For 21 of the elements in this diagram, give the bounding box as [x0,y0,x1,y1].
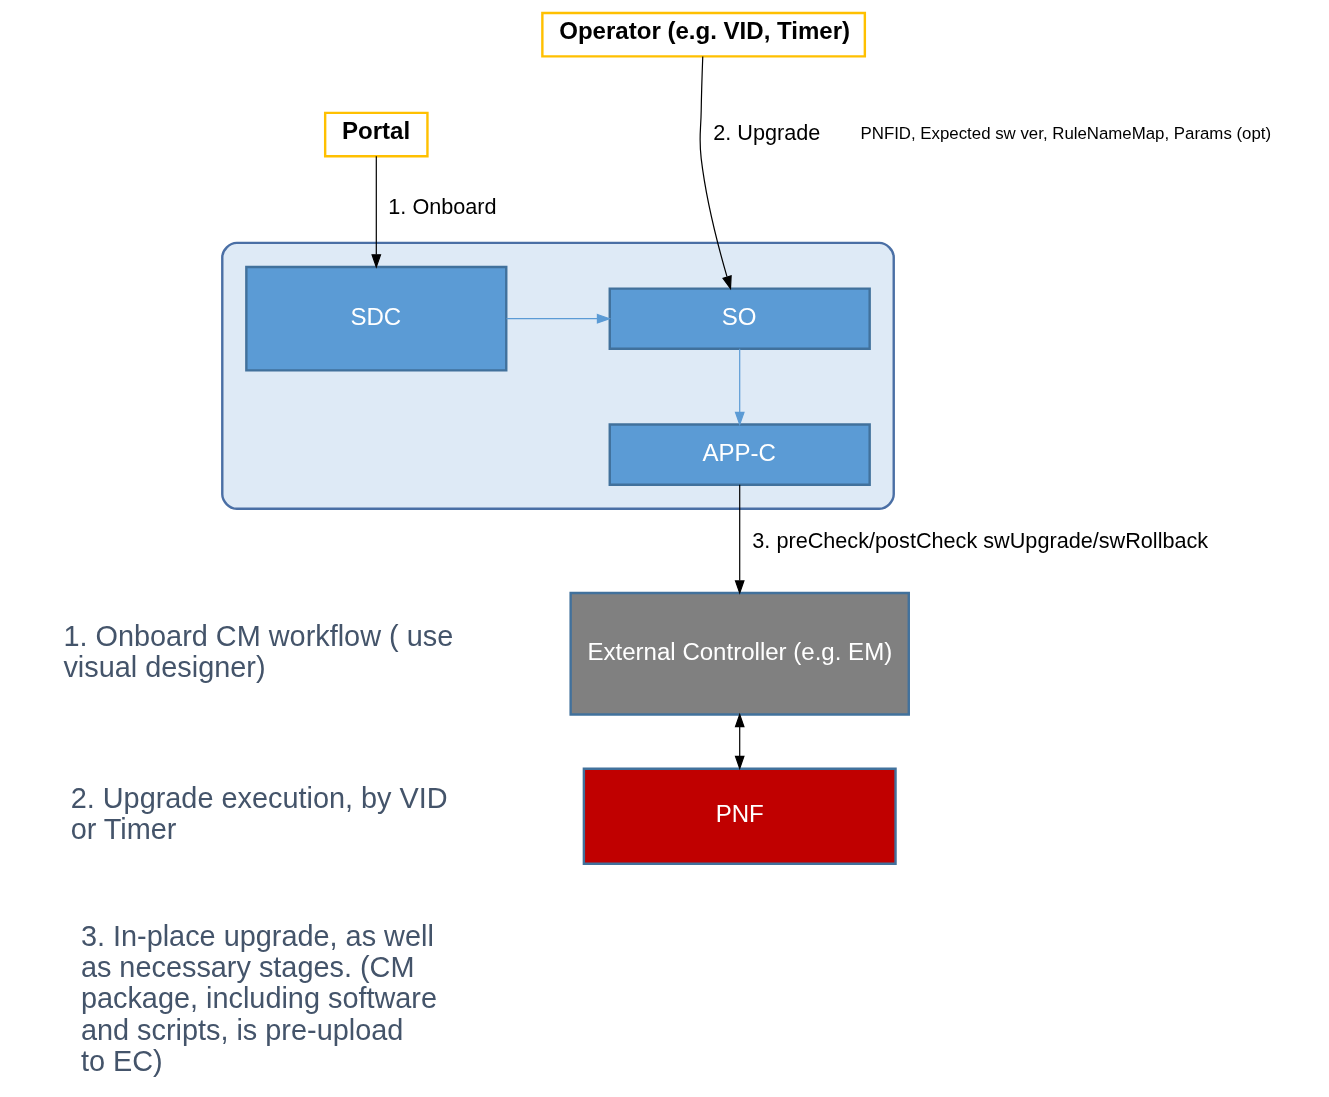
arrow [734,484,745,595]
node-box: SDC [245,265,508,372]
node-box: Operator (e.g. VID, Timer) [541,11,867,58]
node-box: APP-C [608,423,871,486]
edge-label: 1. Onboard [388,194,497,220]
label: PNFID, Expected sw ver, RuleNameMap, Params (opt) [860,124,1272,144]
label: 1. Onboard CM workflow ( use visual designer) [63,619,454,683]
arrow [734,712,745,771]
edge-label: 3. preCheck/postCheck swUpgrade/swRollback [752,527,1209,553]
label: 2. Upgrade execution, by VID or Timer [70,782,448,846]
cluster [221,241,895,510]
node-box: SO [608,287,871,350]
arrow [505,313,612,324]
arrow [699,55,732,291]
label: 3. In-place upgrade, as well as necessary stages. (CM package, including software and scripts, is pre-upload to EC) [80,919,438,1077]
node-box: PNF [582,767,897,865]
arrow [371,155,382,269]
edge-label: 2. Upgrade [713,119,821,145]
node-box: External Controller (e.g. EM) [569,591,910,716]
arrow [734,348,745,427]
node-box: Portal [323,111,429,158]
